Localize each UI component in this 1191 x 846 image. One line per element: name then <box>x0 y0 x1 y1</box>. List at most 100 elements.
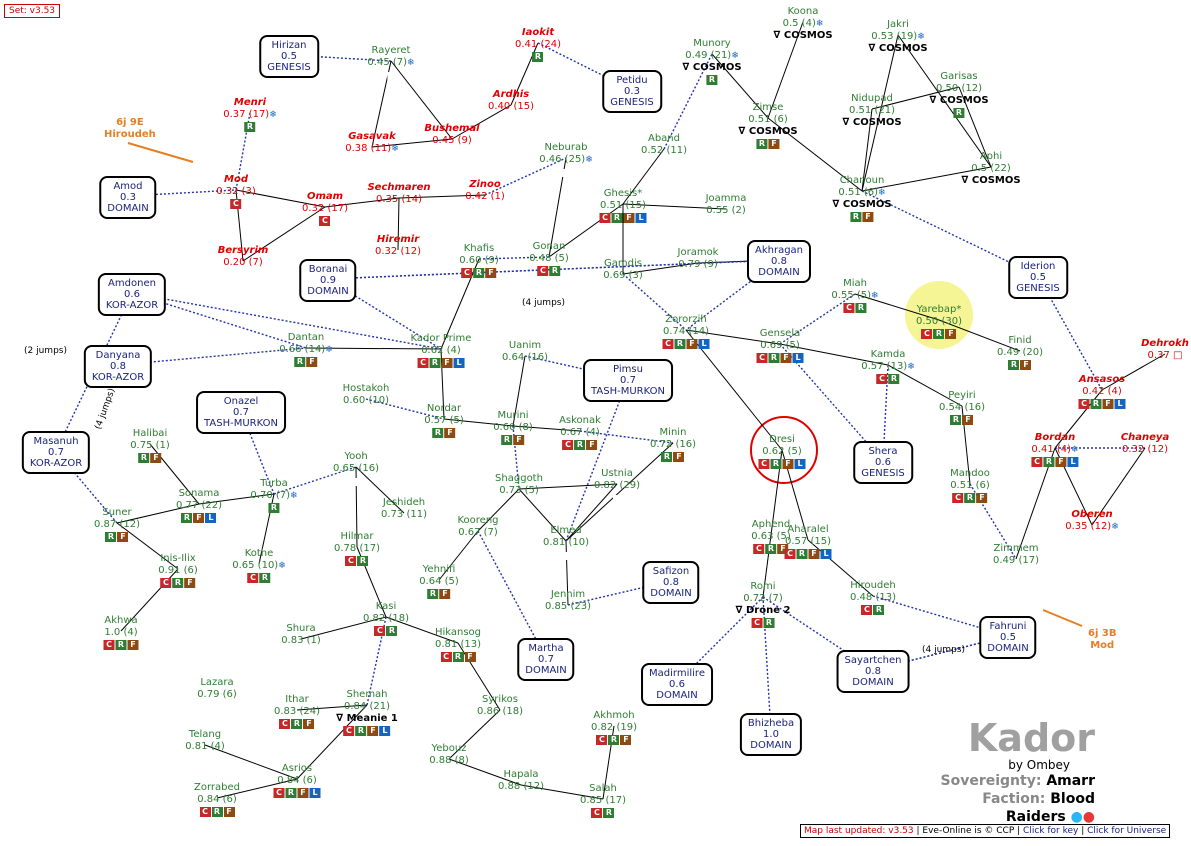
universe-link[interactable]: Click for Universe <box>1087 826 1167 836</box>
key-link[interactable]: Click for key <box>1023 826 1079 836</box>
